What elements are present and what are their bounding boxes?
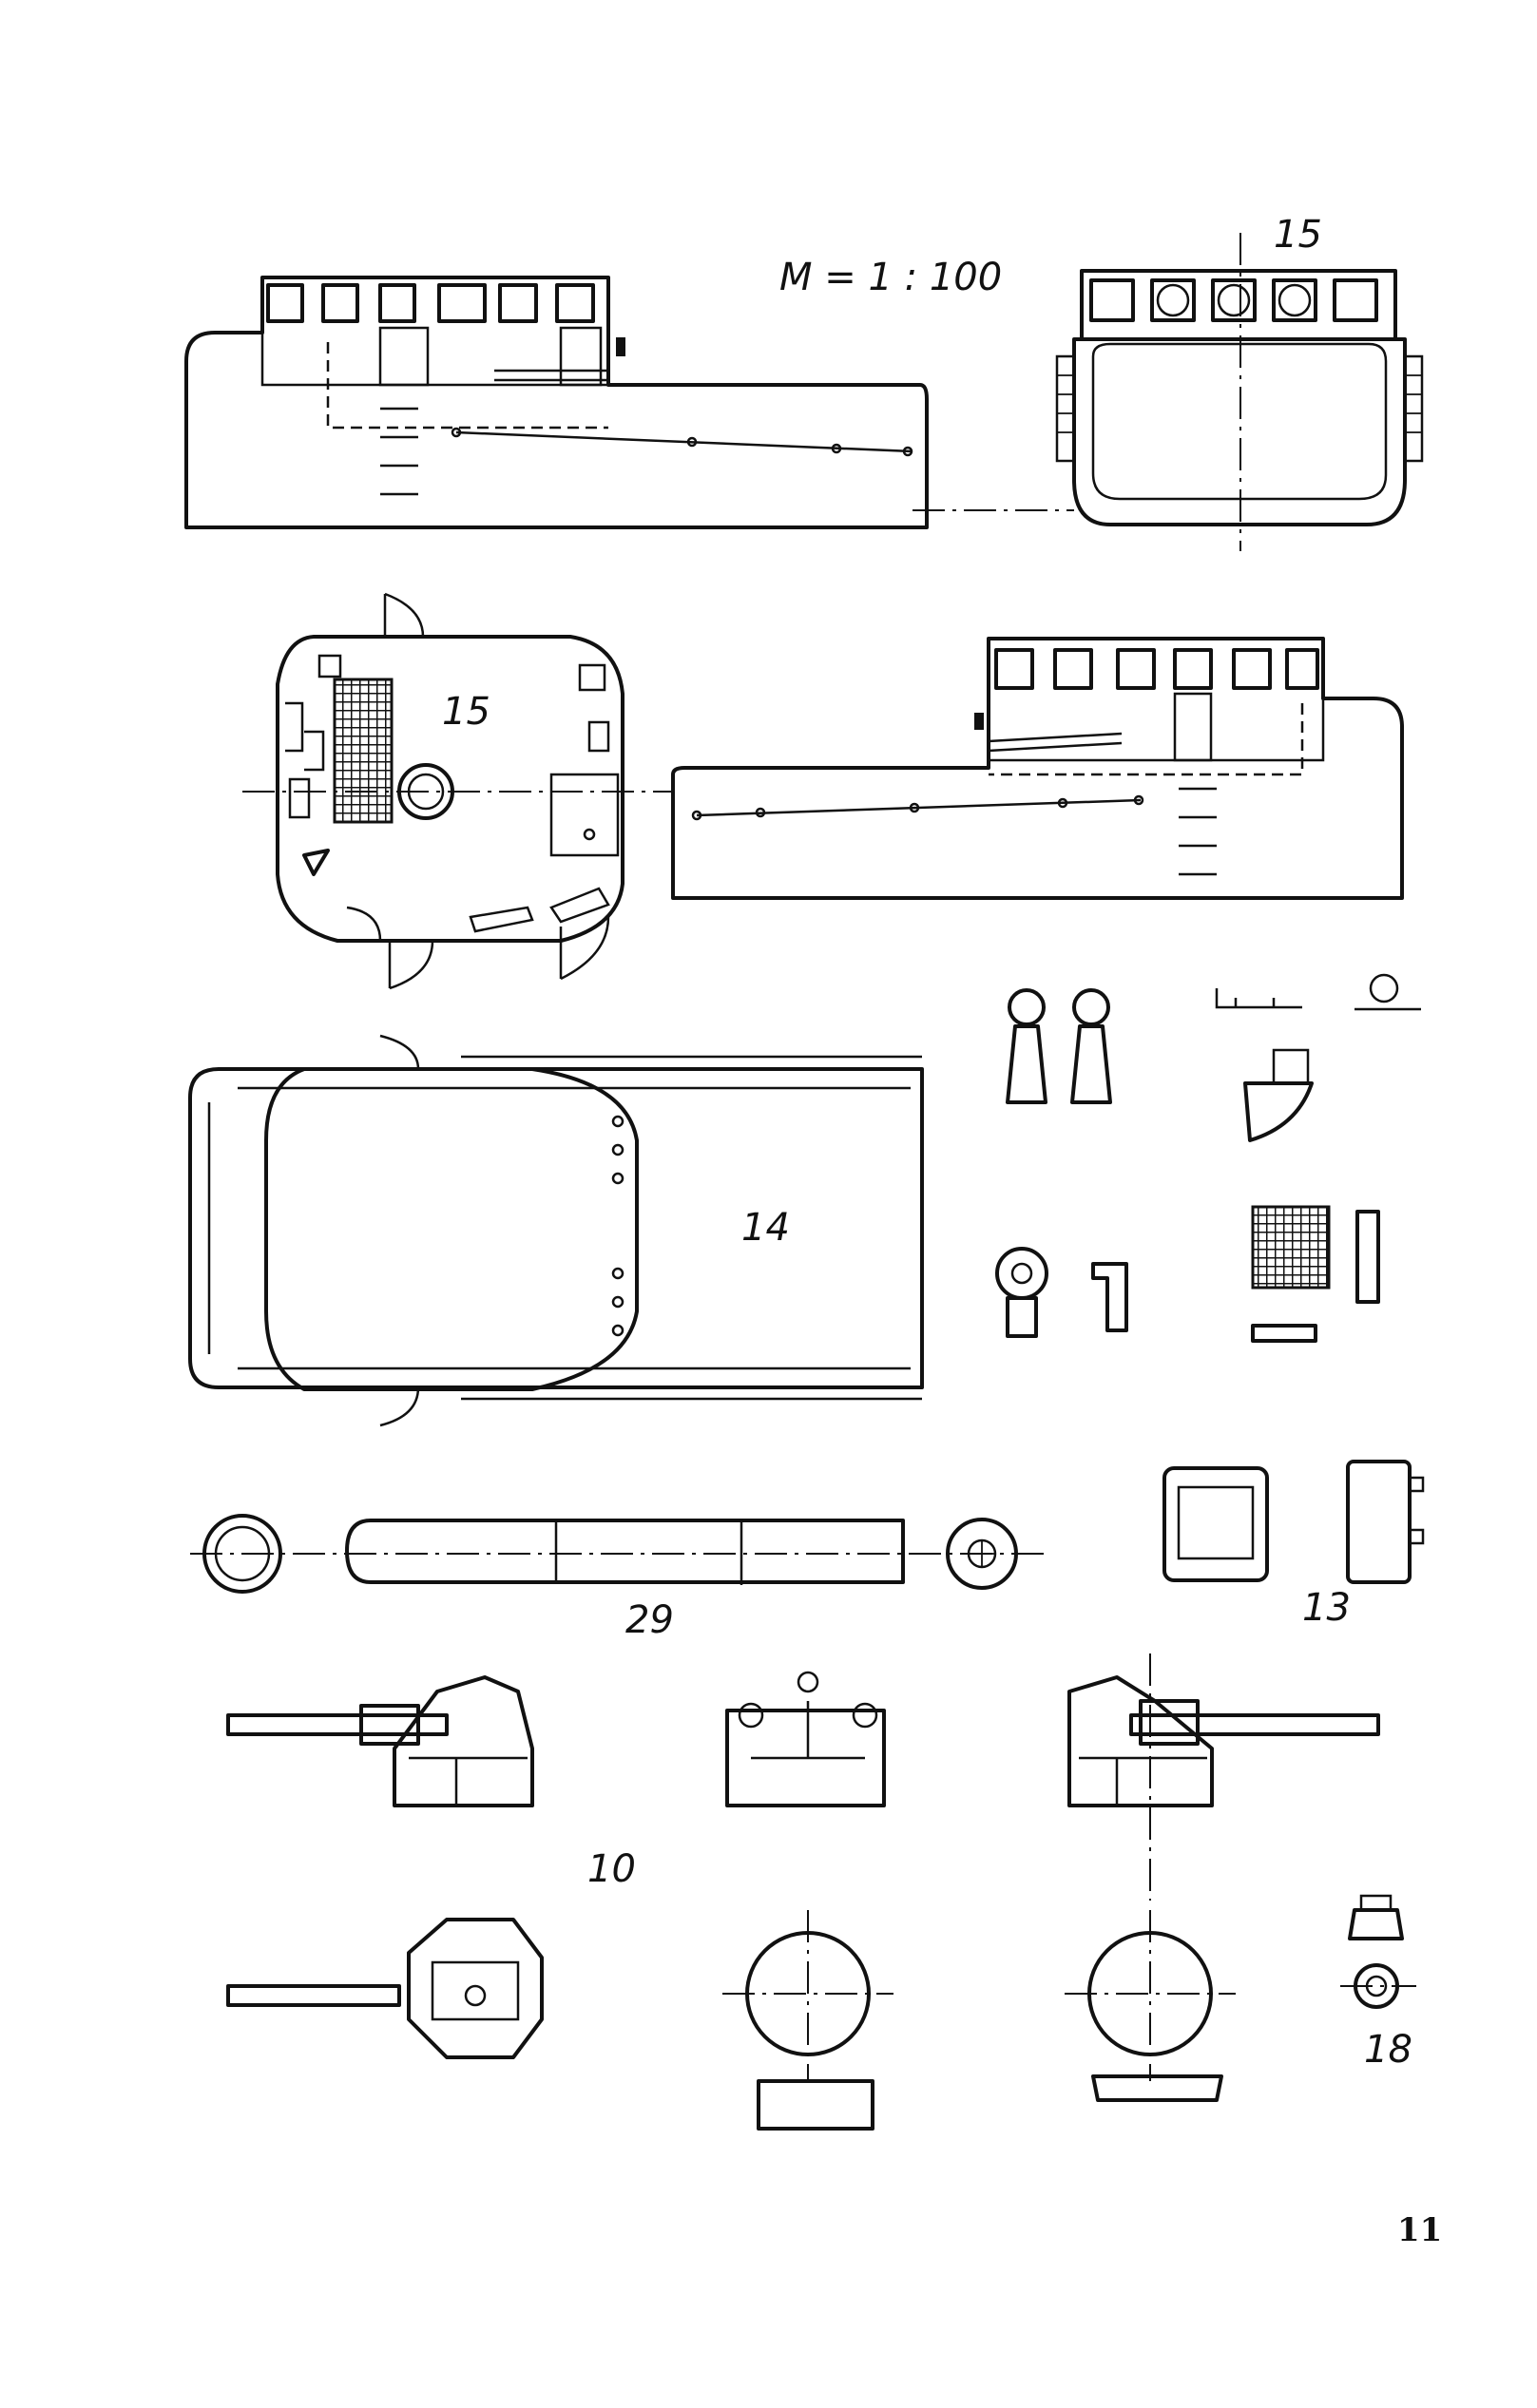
- wheelhouse-front-view: [1055, 233, 1424, 551]
- tube-assembly: [190, 1514, 1046, 1594]
- gun-mount-plan-views: [226, 1910, 1236, 2131]
- box-cabinet: [1162, 1460, 1425, 1584]
- deck-plan-view: [188, 1034, 924, 1427]
- wheelhouse-plan-view: [242, 592, 675, 990]
- label-small-part: 18: [1364, 2028, 1412, 2072]
- small-part: [1340, 1894, 1416, 2009]
- gun-mount-views: [226, 1653, 1380, 1901]
- page-number: 11: [1397, 2211, 1442, 2249]
- label-gun: 10: [587, 1847, 636, 1891]
- superstructure-side-view-mirrored: [671, 637, 1404, 900]
- label-wheelhouse-plan: 15: [442, 690, 490, 734]
- label-tube: 29: [625, 1598, 674, 1642]
- scale-label: M = 1 : 100: [779, 256, 1002, 299]
- label-deck-plan: 14: [741, 1206, 790, 1250]
- label-box: 13: [1302, 1586, 1351, 1630]
- label-wheelhouse-front: 15: [1274, 213, 1322, 257]
- small-fittings: [995, 973, 1421, 1343]
- superstructure-side-view: [184, 276, 1074, 529]
